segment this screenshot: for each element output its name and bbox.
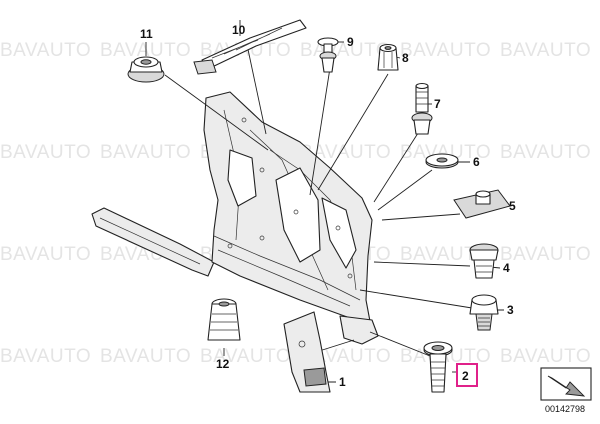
watermark-text: BAVAUTO — [100, 142, 191, 163]
part-rivet-nut — [469, 243, 499, 279]
watermark-text: BAVAUTO — [200, 346, 291, 367]
callout-6: 6 — [473, 155, 480, 169]
watermark-text: BAVAUTO — [0, 244, 91, 265]
watermark-text: BAVAUTO — [100, 346, 191, 367]
watermark-text: BAVAUTO — [400, 40, 491, 61]
callout-5: 5 — [509, 199, 516, 213]
callout-7: 7 — [434, 97, 441, 111]
part-cable-strap — [193, 19, 307, 75]
watermark-text: BAVAUTO — [0, 346, 91, 367]
diagram-id: 00142798 — [545, 404, 585, 414]
part-bracket-plate — [283, 311, 331, 393]
callout-8: 8 — [402, 51, 409, 65]
watermark-text: BAVAUTO — [500, 142, 591, 163]
callout-2-highlight-box — [456, 363, 478, 387]
watermark-text: BAVAUTO — [500, 346, 591, 367]
orientation-arrow-box — [540, 367, 592, 401]
part-hex-bolt — [469, 294, 499, 331]
watermark-text: BAVAUTO — [300, 142, 391, 163]
part-washer — [425, 153, 459, 169]
callout-10: 10 — [232, 23, 246, 37]
callout-9: 9 — [347, 35, 354, 49]
direction-arrow-icon — [547, 375, 586, 397]
watermark-text: BAVAUTO — [500, 244, 591, 265]
part-plastic-rivet — [411, 82, 433, 135]
front-body-frame — [91, 91, 379, 345]
part-expansion-nut — [377, 43, 399, 71]
part-threaded-bolt — [423, 341, 453, 393]
part-flange-nut — [127, 56, 165, 83]
watermark-text: BAVAUTO — [0, 142, 91, 163]
part-pad-with-stud — [453, 189, 511, 219]
callout-3: 3 — [507, 303, 514, 317]
watermark-text: BAVAUTO — [400, 142, 491, 163]
callout-1: 1 — [339, 375, 346, 389]
watermark-text: BAVAUTO — [100, 40, 191, 61]
callout-11: 11 — [140, 27, 153, 41]
watermark-text: BAVAUTO — [500, 40, 591, 61]
part-rubber-bushing — [207, 298, 241, 341]
callout-labels: 11 10 9 8 7 6 5 4 3 12 1 2 — [140, 23, 516, 389]
callout-2: 2 — [462, 369, 469, 383]
part-push-clip — [317, 37, 339, 73]
watermark-text: BAVAUTO — [300, 40, 391, 61]
watermark-text: BAVAUTO — [0, 40, 91, 61]
watermark-text: BAVAUTO — [400, 244, 491, 265]
callout-4: 4 — [503, 261, 510, 275]
callout-12: 12 — [216, 357, 230, 371]
